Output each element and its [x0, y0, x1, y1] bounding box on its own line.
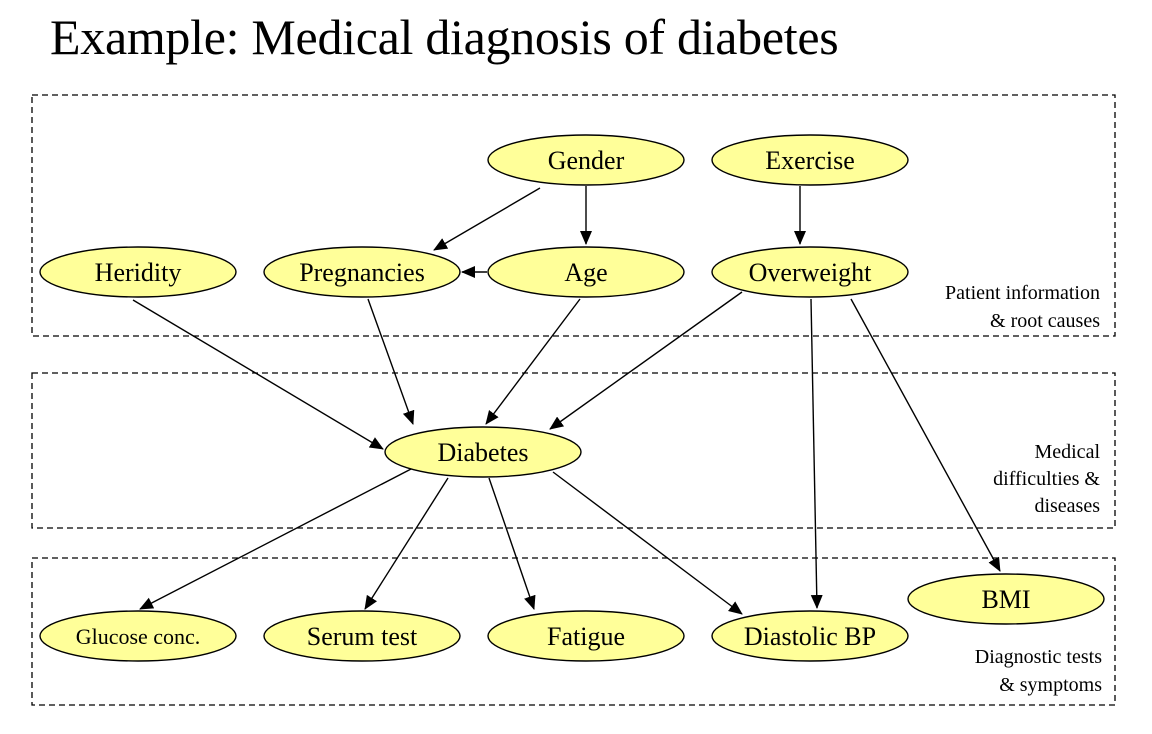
node-glucose: Glucose conc.: [39, 610, 237, 662]
node-age-ellipse: [487, 246, 685, 298]
node-diabetes-label: Diabetes: [438, 438, 529, 467]
node-diastolic: Diastolic BP: [711, 610, 909, 662]
layer-label-diagnostic: Diagnostic tests & symptoms: [975, 646, 1102, 696]
node-glucose-ellipse: [39, 610, 237, 662]
node-serum: Serum test: [263, 610, 461, 662]
node-bmi-ellipse: [907, 573, 1105, 625]
edge-pregnancies-to-diabetes: [367, 298, 415, 425]
edge-diabetes-to-serum: [364, 477, 449, 610]
edge-overweight-to-diabetes: [549, 291, 743, 430]
node-gender-label: Gender: [548, 146, 625, 175]
layer-box-diagnostic-tests: [31, 557, 1116, 706]
node-pregnancies: Pregnancies: [263, 246, 461, 298]
layer-label-diagnostic-line-2: & symptoms: [999, 674, 1102, 696]
layer-box-patient-information: [31, 94, 1116, 337]
edge-diabetes-to-fatigue: [488, 477, 536, 610]
node-glucose-label: Glucose conc.: [76, 624, 201, 649]
edge-diabetes-to-glucose: [139, 467, 414, 610]
edges-group: [132, 186, 1001, 615]
node-pregnancies-label: Pregnancies: [299, 258, 425, 287]
layer-box-medical-difficulties: [31, 372, 1116, 529]
layer-label-medical-line-3: diseases: [1034, 495, 1100, 517]
layer-label-diagnostic-line-1: Diagnostic tests: [975, 646, 1102, 668]
node-exercise: Exercise: [711, 134, 909, 186]
node-diastolic-ellipse: [711, 610, 909, 662]
node-diastolic-label: Diastolic BP: [744, 622, 876, 651]
node-bmi-label: BMI: [981, 585, 1030, 614]
node-diabetes-ellipse: [384, 426, 582, 478]
node-age-label: Age: [564, 258, 607, 287]
layer-label-patient: Patient information & root causes: [945, 282, 1100, 332]
node-fatigue-ellipse: [487, 610, 685, 662]
node-overweight-ellipse: [711, 246, 909, 298]
node-heridity-label: Heridity: [95, 258, 182, 287]
edge-overweight-to-bmi: [850, 298, 1001, 572]
page-title: Example: Medical diagnosis of diabetes: [50, 9, 839, 65]
node-serum-label: Serum test: [307, 622, 418, 651]
node-age: Age: [487, 246, 685, 298]
edge-age-to-diabetes: [485, 298, 581, 425]
node-gender-ellipse: [487, 134, 685, 186]
node-diabetes: Diabetes: [384, 426, 582, 478]
edge-diabetes-to-diastolic: [552, 471, 743, 615]
layer-label-medical: Medical difficulties & diseases: [993, 441, 1100, 517]
edge-heridity-to-diabetes: [132, 299, 384, 450]
node-pregnancies-ellipse: [263, 246, 461, 298]
edge-overweight-to-diastolic: [810, 298, 823, 609]
node-fatigue: Fatigue: [487, 610, 685, 662]
node-exercise-label: Exercise: [765, 146, 855, 175]
layer-label-patient-line-1: Patient information: [945, 282, 1100, 304]
node-overweight: Overweight: [711, 246, 909, 298]
node-serum-ellipse: [263, 610, 461, 662]
node-overweight-label: Overweight: [749, 258, 873, 287]
node-heridity: Heridity: [39, 246, 237, 298]
edge-gender-to-pregnancies: [433, 187, 541, 251]
node-fatigue-label: Fatigue: [547, 622, 625, 651]
node-bmi: BMI: [907, 573, 1105, 625]
node-heridity-ellipse: [39, 246, 237, 298]
node-exercise-ellipse: [711, 134, 909, 186]
layer-label-medical-line-1: Medical: [1034, 441, 1100, 463]
node-gender: Gender: [487, 134, 685, 186]
layer-label-patient-line-2: & root causes: [990, 310, 1100, 332]
layer-label-medical-line-2: difficulties &: [993, 468, 1100, 490]
